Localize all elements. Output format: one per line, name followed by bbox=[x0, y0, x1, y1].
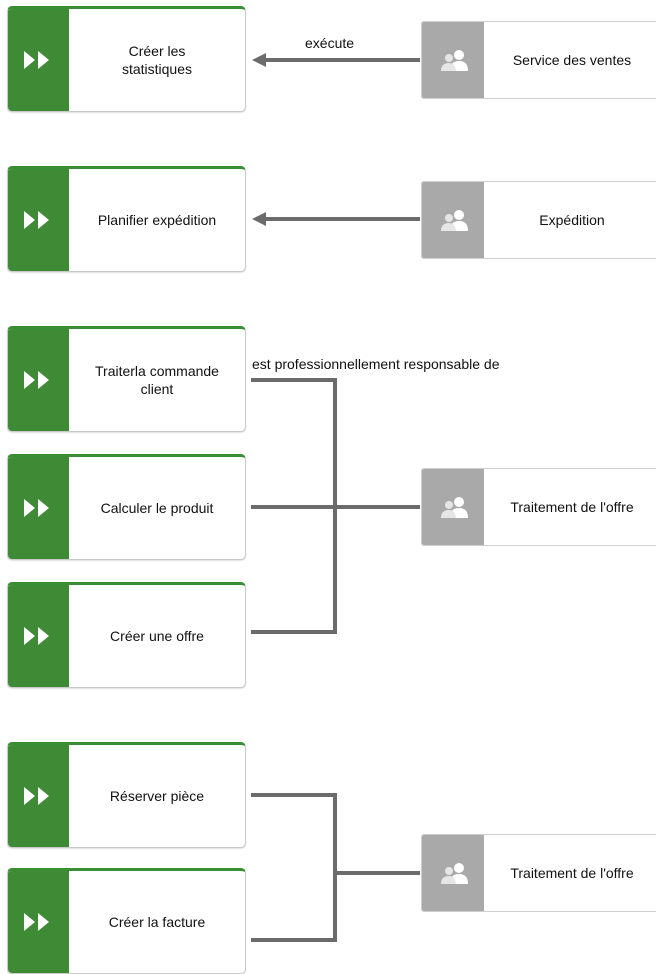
function-box[interactable]: Traiterla commande client bbox=[7, 326, 246, 432]
function-label: Créer la facture bbox=[108, 914, 206, 930]
org-unit-box[interactable]: Traitement de l'offre bbox=[421, 834, 656, 912]
function-stripe bbox=[8, 169, 69, 271]
function-box[interactable]: Planifier expédition bbox=[7, 166, 246, 272]
double-chevron-right-icon bbox=[24, 787, 49, 805]
org-unit-label: Expédition bbox=[539, 212, 605, 228]
function-box[interactable]: Réserver pièce bbox=[7, 742, 246, 848]
function-stripe bbox=[8, 457, 69, 559]
connection-label-executes: exécute bbox=[305, 35, 355, 51]
org-unit-label: Service des ventes bbox=[512, 52, 632, 68]
org-unit-stripe bbox=[422, 835, 484, 911]
function-label: Créer une offre bbox=[110, 628, 204, 644]
org-unit-box[interactable]: Expédition bbox=[421, 181, 656, 259]
people-group-icon bbox=[441, 863, 468, 884]
double-chevron-right-icon bbox=[24, 211, 49, 229]
arrowhead-1 bbox=[252, 53, 266, 67]
double-chevron-right-icon bbox=[24, 627, 49, 645]
org-unit-stripe bbox=[422, 182, 484, 258]
org-unit-box[interactable]: Service des ventes bbox=[421, 21, 656, 99]
function-stripe bbox=[8, 745, 69, 847]
people-group-icon bbox=[441, 210, 468, 231]
function-box[interactable]: Créer une offre bbox=[7, 582, 246, 688]
arrowhead-2 bbox=[252, 212, 266, 226]
function-box[interactable]: Créer la facture bbox=[7, 868, 246, 974]
function-box[interactable]: Créer les statistiques bbox=[7, 6, 246, 112]
org-unit-stripe bbox=[422, 22, 484, 98]
function-label: Réserver pièce bbox=[109, 788, 205, 804]
double-chevron-right-icon bbox=[24, 913, 49, 931]
function-box[interactable]: Calculer le produit bbox=[7, 454, 246, 560]
double-chevron-right-icon bbox=[24, 371, 49, 389]
function-stripe bbox=[8, 871, 69, 973]
function-stripe bbox=[8, 585, 69, 687]
double-chevron-right-icon bbox=[24, 51, 49, 69]
connection-label-responsible: est professionnellement responsable de bbox=[252, 356, 500, 372]
people-group-icon bbox=[441, 50, 468, 71]
org-unit-label: Traitement de l'offre bbox=[510, 865, 634, 881]
function-label: Traiterla commande client bbox=[95, 363, 219, 397]
org-unit-label: Traitement de l'offre bbox=[510, 499, 634, 515]
function-label: Calculer le produit bbox=[100, 500, 214, 516]
function-stripe bbox=[8, 329, 69, 431]
double-chevron-right-icon bbox=[24, 499, 49, 517]
people-group-icon bbox=[441, 497, 468, 518]
connector-group-2 bbox=[251, 793, 337, 942]
function-stripe bbox=[8, 9, 69, 111]
function-label: Créer les statistiques bbox=[121, 43, 193, 77]
org-unit-box[interactable]: Traitement de l'offre bbox=[421, 468, 656, 546]
org-unit-stripe bbox=[422, 469, 484, 545]
function-label: Planifier expédition bbox=[97, 212, 217, 228]
